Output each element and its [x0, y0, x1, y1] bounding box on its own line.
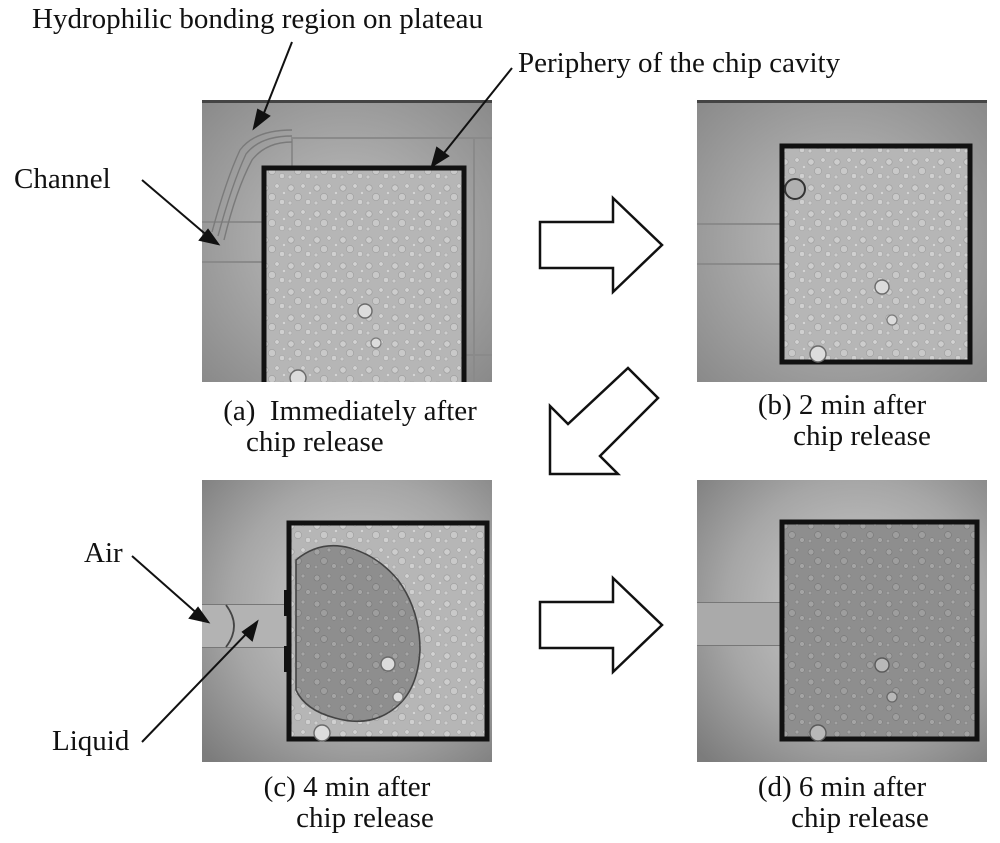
micrograph-d	[697, 480, 987, 762]
micrograph-c	[202, 480, 492, 762]
caption-c-line1: (c) 4 min after	[263, 771, 431, 803]
arrow-a-to-b	[538, 195, 664, 295]
label-chip-periphery: Periphery of the chip cavity	[518, 47, 841, 79]
label-channel: Channel	[14, 163, 111, 195]
micrograph-b	[697, 100, 987, 382]
caption-b: (b) 2 min after chip release	[697, 390, 987, 452]
caption-b-line2: chip release	[793, 420, 931, 452]
caption-a: (a) Immediately after chip release	[180, 396, 520, 458]
caption-d: (d) 6 min after chip release	[697, 772, 987, 834]
arrow-c-to-d	[538, 575, 664, 675]
arrow-b-to-c	[548, 366, 660, 476]
label-liquid: Liquid	[52, 725, 130, 757]
label-air: Air	[84, 537, 123, 569]
caption-c-line2: chip release	[296, 802, 434, 834]
caption-c: (c) 4 min after chip release	[202, 772, 492, 834]
caption-a-line1: (a) Immediately after	[223, 395, 477, 427]
label-hydrophilic-region: Hydrophilic bonding region on plateau	[32, 3, 484, 35]
caption-b-line1: (b) 2 min after	[757, 389, 927, 421]
caption-d-line2: chip release	[791, 802, 929, 834]
micrograph-a	[202, 100, 492, 382]
caption-a-line2: chip release	[246, 426, 384, 458]
caption-d-line1: (d) 6 min after	[757, 771, 927, 803]
annotation-leaders	[131, 41, 513, 743]
